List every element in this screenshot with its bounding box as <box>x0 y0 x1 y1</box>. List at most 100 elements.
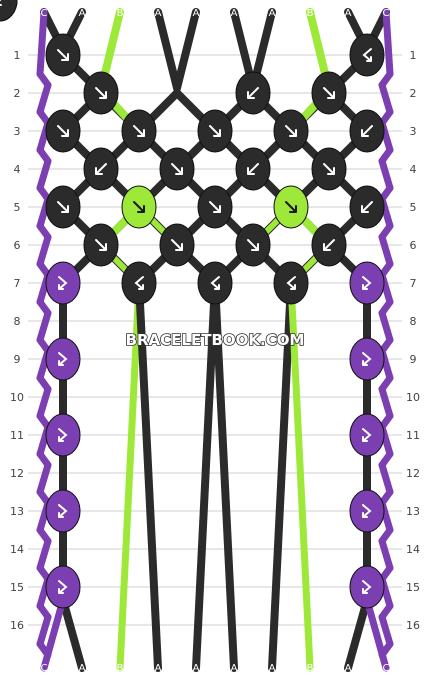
row-number-right: 13 <box>406 505 420 518</box>
knot-arrow-icon <box>362 48 372 62</box>
row-number-left: 6 <box>14 239 21 252</box>
knot <box>349 337 385 381</box>
knot-arrow-icon <box>57 125 69 137</box>
knot-shape <box>0 0 18 22</box>
knot-arrow-icon <box>210 276 220 290</box>
knot-arrow-icon <box>285 201 297 213</box>
strand-label-top: B <box>117 8 124 19</box>
row-number-left: 12 <box>10 467 24 480</box>
knot-arrow-icon <box>57 201 69 213</box>
strand-label-top: C <box>41 8 48 19</box>
knot-shape <box>45 337 81 381</box>
thread-segment <box>378 81 394 116</box>
thread-segment <box>36 613 52 648</box>
thread-segment <box>36 81 52 116</box>
knot-shape <box>349 33 385 77</box>
knot-arrow-icon <box>58 276 68 290</box>
knot <box>273 261 309 305</box>
knot <box>349 261 385 305</box>
strand-label-bottom: A <box>231 663 238 674</box>
thread-segment <box>135 279 162 672</box>
row-number-left: 14 <box>10 543 24 556</box>
thread-segment <box>154 8 181 92</box>
knot <box>83 71 119 115</box>
knot-shape <box>121 261 157 305</box>
knot <box>273 109 309 153</box>
row-number-left: 8 <box>14 315 21 328</box>
knot-arrow-icon <box>286 276 296 290</box>
knot <box>311 147 347 191</box>
row-number-right: 12 <box>406 467 420 480</box>
knot-arrow-icon <box>323 239 335 251</box>
knot-arrow-icon <box>362 428 372 442</box>
thread-segment <box>378 613 394 648</box>
knot <box>83 223 119 267</box>
knot-arrow-icon <box>247 87 259 99</box>
row-number-right: 1 <box>410 49 417 62</box>
knot-arrow-icon <box>247 239 259 251</box>
row-number-left: 4 <box>14 163 21 176</box>
knot-shape <box>197 261 233 305</box>
row-number-left: 10 <box>10 391 24 404</box>
strand-label-top: A <box>155 8 162 19</box>
row-number-left: 3 <box>14 125 21 138</box>
knot <box>197 261 233 305</box>
knot <box>235 71 271 115</box>
knot <box>349 185 385 229</box>
knot-arrow-icon <box>58 428 68 442</box>
strand-label-bottom: C <box>41 663 48 674</box>
knot-arrow-icon <box>247 163 259 175</box>
knot-arrow-icon <box>323 163 335 175</box>
thread-segment <box>268 279 295 672</box>
knot <box>121 261 157 305</box>
row-number-right: 9 <box>410 353 417 366</box>
knot <box>45 565 81 609</box>
strand-label-top: A <box>269 8 276 19</box>
knot-arrow-icon <box>58 504 68 518</box>
knot-arrow-icon <box>361 201 373 213</box>
row-number-left: 13 <box>10 505 24 518</box>
row-number-left: 2 <box>14 87 21 100</box>
knot <box>121 109 157 153</box>
knot <box>349 33 385 77</box>
knot-arrow-icon <box>57 49 69 61</box>
knot-shape <box>349 489 385 533</box>
knot-arrow-icon <box>209 201 221 213</box>
knot <box>349 109 385 153</box>
knot <box>45 337 81 381</box>
knot <box>121 185 157 229</box>
row-number-right: 3 <box>410 125 417 138</box>
knot <box>273 185 309 229</box>
row-number-right: 15 <box>406 581 420 594</box>
knot-arrow-icon <box>362 580 372 594</box>
knot-arrow-icon <box>133 201 145 213</box>
strand-label-top: A <box>79 8 86 19</box>
strand-label-bottom: C <box>383 663 390 674</box>
knot-arrow-icon <box>95 239 107 251</box>
knot-arrow-icon <box>361 125 373 137</box>
knot <box>83 147 119 191</box>
row-number-right: 6 <box>410 239 417 252</box>
thread-segment <box>40 596 67 672</box>
strand-label-bottom: A <box>155 663 162 674</box>
row-number-left: 15 <box>10 581 24 594</box>
knot <box>45 109 81 153</box>
strand-label-bottom: B <box>307 663 314 674</box>
row-number-right: 5 <box>410 201 417 214</box>
knot <box>159 147 195 191</box>
thread-segment <box>211 279 238 672</box>
knot <box>45 489 81 533</box>
row-number-left: 1 <box>14 49 21 62</box>
thread-segment <box>378 157 394 192</box>
thread-segment <box>378 461 394 496</box>
knot-shape <box>349 565 385 609</box>
strand-label-bottom: B <box>117 663 124 674</box>
row-number-left: 11 <box>10 429 24 442</box>
thread-segment <box>173 8 200 92</box>
thread-segment <box>36 385 52 420</box>
thread-segment <box>36 8 48 78</box>
strand-label-top: A <box>231 8 238 19</box>
knot-shape <box>45 261 81 305</box>
knot <box>197 109 233 153</box>
